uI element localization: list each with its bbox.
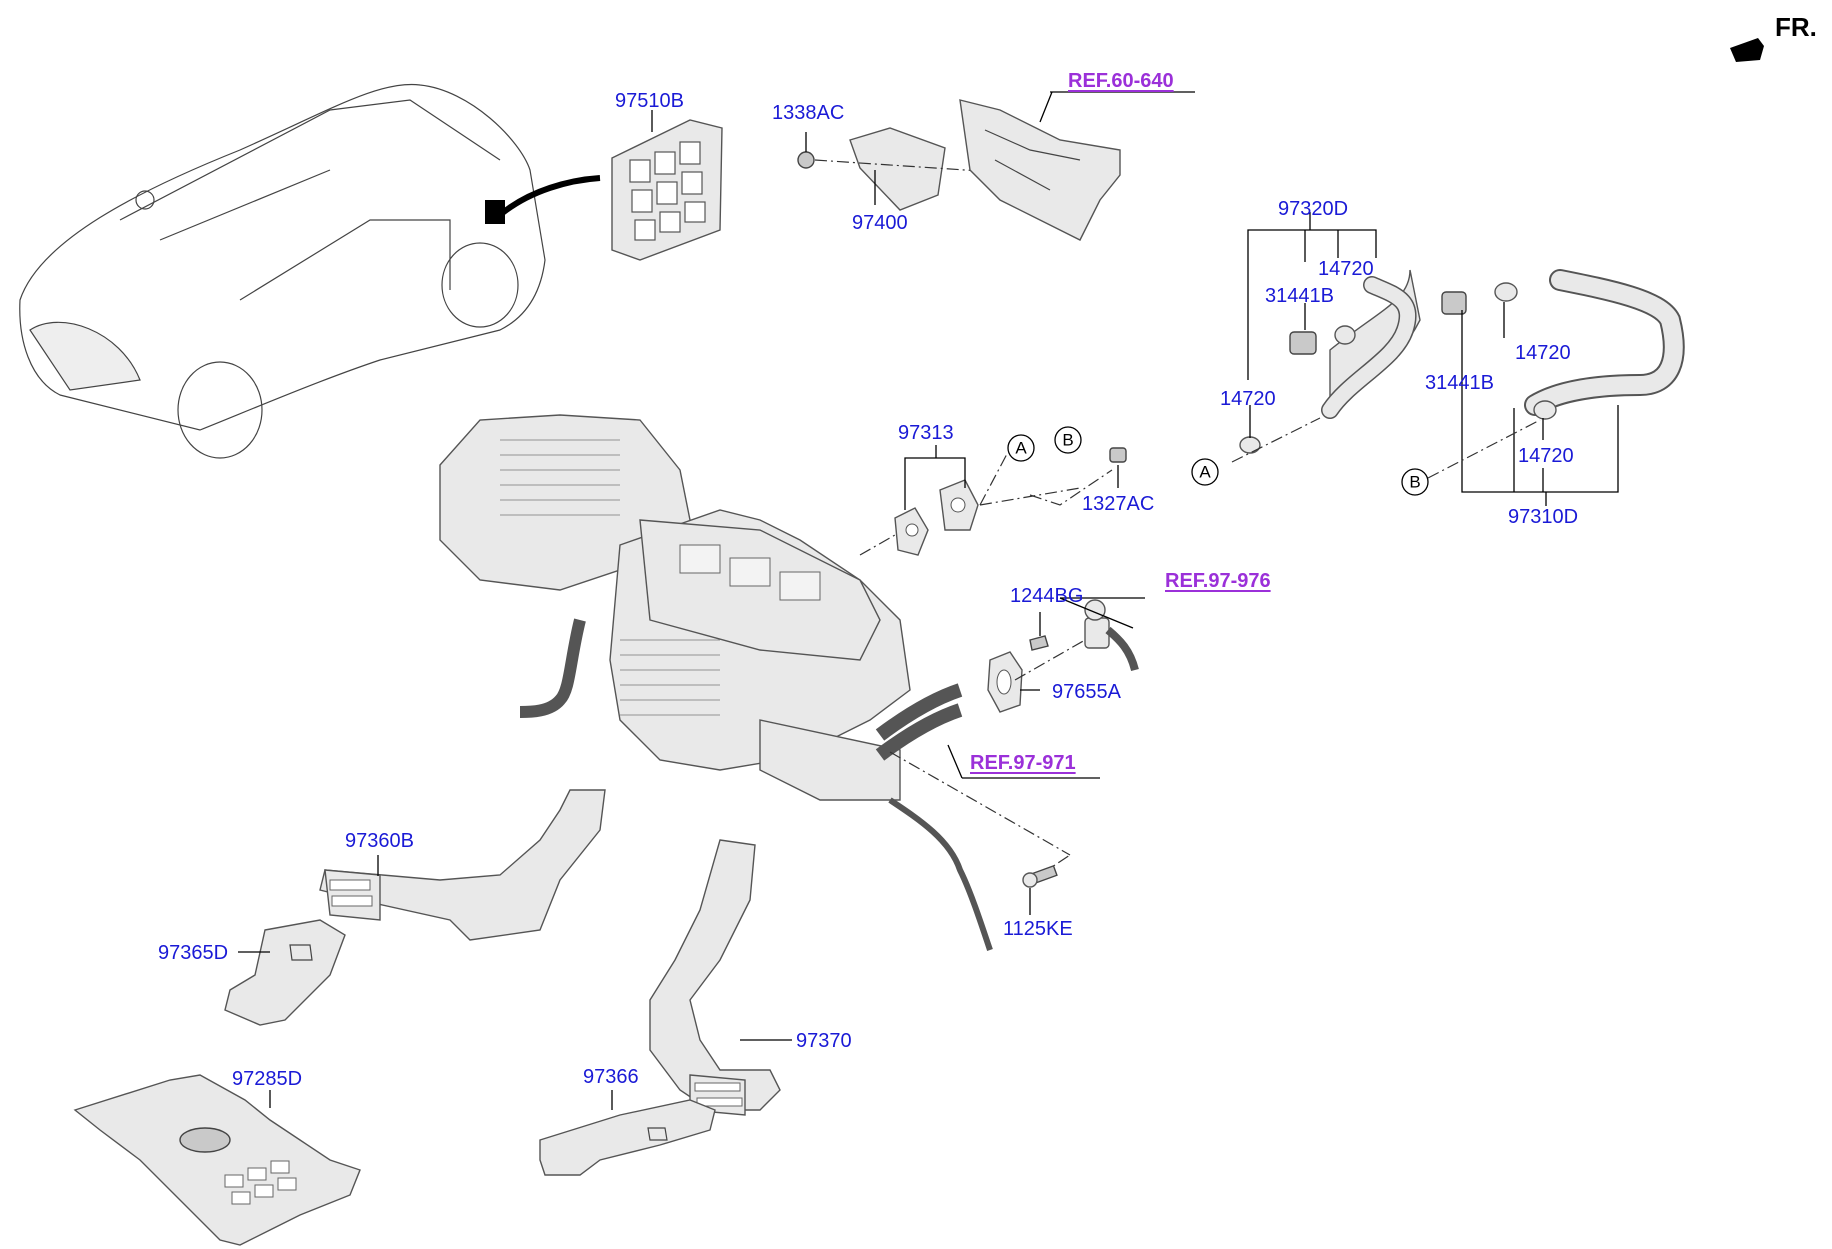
rear-duct-97360B	[319, 789, 606, 941]
hvac-unit-assembly	[439, 414, 993, 951]
part-label-14720-upper-b[interactable]: 14720	[1220, 388, 1276, 410]
part-label-97655A[interactable]: 97655A	[1052, 681, 1121, 703]
expansion-valve-part	[987, 599, 1139, 713]
callout-b-left: B	[1054, 426, 1082, 454]
bracket-97320D	[1247, 212, 1377, 438]
part-label-97360B[interactable]: 97360B	[345, 830, 414, 852]
location-pointer-arrow	[498, 175, 601, 218]
part-label-97400[interactable]: 97400	[852, 212, 908, 234]
floor-duct-97366	[539, 1099, 716, 1176]
part-label-97366[interactable]: 97366	[583, 1066, 639, 1088]
heater-hose-upper-group	[1239, 269, 1421, 454]
part-label-97510B[interactable]: 97510B	[615, 90, 684, 112]
part-label-31441B-upper[interactable]: 31441B	[1265, 285, 1334, 307]
part-label-1338AC[interactable]: 1338AC	[772, 102, 845, 124]
part-label-1244BG[interactable]: 1244BG	[1010, 585, 1084, 607]
screw-1125KE	[1022, 864, 1058, 888]
floor-duct-97365D	[224, 919, 346, 1026]
part-label-97370[interactable]: 97370	[796, 1030, 852, 1052]
reference-label-97-976[interactable]: REF.97-976	[1165, 570, 1271, 592]
air-filter-part	[611, 119, 723, 261]
cabin-filter-location-marker	[485, 200, 505, 224]
callout-a-left-letter: A	[1015, 439, 1027, 458]
reference-label-60-640[interactable]: REF.60-640	[1068, 70, 1174, 92]
part-label-14720-upper-a[interactable]: 14720	[1318, 258, 1374, 280]
heater-hose-lower-group	[1441, 269, 1685, 420]
callout-a-right: A	[1191, 458, 1219, 486]
bracket-97310D	[1461, 302, 1619, 506]
part-label-31441B-lower[interactable]: 31441B	[1425, 372, 1494, 394]
part-label-1327AC[interactable]: 1327AC	[1082, 493, 1155, 515]
sensor-bracket-part	[797, 127, 946, 211]
part-label-14720-lower-a[interactable]: 14720	[1515, 342, 1571, 364]
cowl-panel-part	[959, 99, 1121, 241]
rear-duct-97370	[649, 839, 781, 1116]
part-label-14720-lower-b[interactable]: 14720	[1518, 445, 1574, 467]
part-label-97320D[interactable]: 97320D	[1278, 198, 1349, 220]
callout-b-left-letter: B	[1062, 431, 1073, 450]
part-label-97285D[interactable]: 97285D	[232, 1068, 303, 1090]
callout-a-right-letter: A	[1199, 463, 1211, 482]
callout-b-right: B	[1401, 468, 1429, 496]
gasket-97313	[894, 447, 1127, 556]
callout-a-left: A	[1007, 434, 1035, 462]
part-label-1125KE[interactable]: 1125KE	[1003, 918, 1073, 940]
front-direction-arrow-icon	[1730, 38, 1764, 62]
callout-b-right-letter: B	[1409, 473, 1420, 492]
part-label-97310D[interactable]: 97310D	[1508, 506, 1579, 528]
part-label-97365D[interactable]: 97365D	[158, 942, 229, 964]
front-direction-label: FR.	[1775, 12, 1817, 42]
floor-cover-97285D	[73, 1074, 361, 1246]
vehicle-illustration	[19, 83, 546, 459]
part-label-97313[interactable]: 97313	[898, 422, 954, 444]
reference-label-97-971[interactable]: REF.97-971	[970, 752, 1076, 774]
